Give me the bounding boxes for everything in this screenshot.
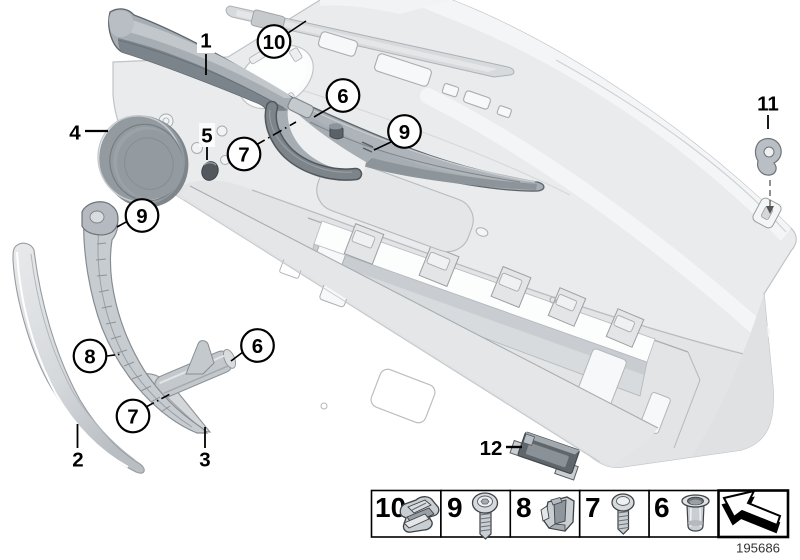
svg-text:9: 9 [136,205,147,228]
svg-text:7: 7 [585,492,601,523]
svg-text:12: 12 [480,437,503,460]
svg-text:2: 2 [72,449,83,472]
svg-text:7: 7 [127,405,138,428]
svg-text:195686: 195686 [736,541,780,556]
svg-text:6: 6 [654,492,670,523]
svg-text:8: 8 [516,492,532,523]
svg-text:6: 6 [252,335,263,358]
svg-text:5: 5 [201,125,212,148]
svg-text:8: 8 [84,345,95,368]
svg-text:10: 10 [263,31,286,54]
svg-text:9: 9 [447,492,463,523]
svg-text:9: 9 [399,121,410,144]
svg-text:1: 1 [200,30,211,53]
svg-text:7: 7 [238,143,249,166]
svg-text:3: 3 [199,449,210,472]
svg-text:6: 6 [337,85,348,108]
svg-text:4: 4 [69,122,81,145]
svg-text:11: 11 [757,93,779,116]
